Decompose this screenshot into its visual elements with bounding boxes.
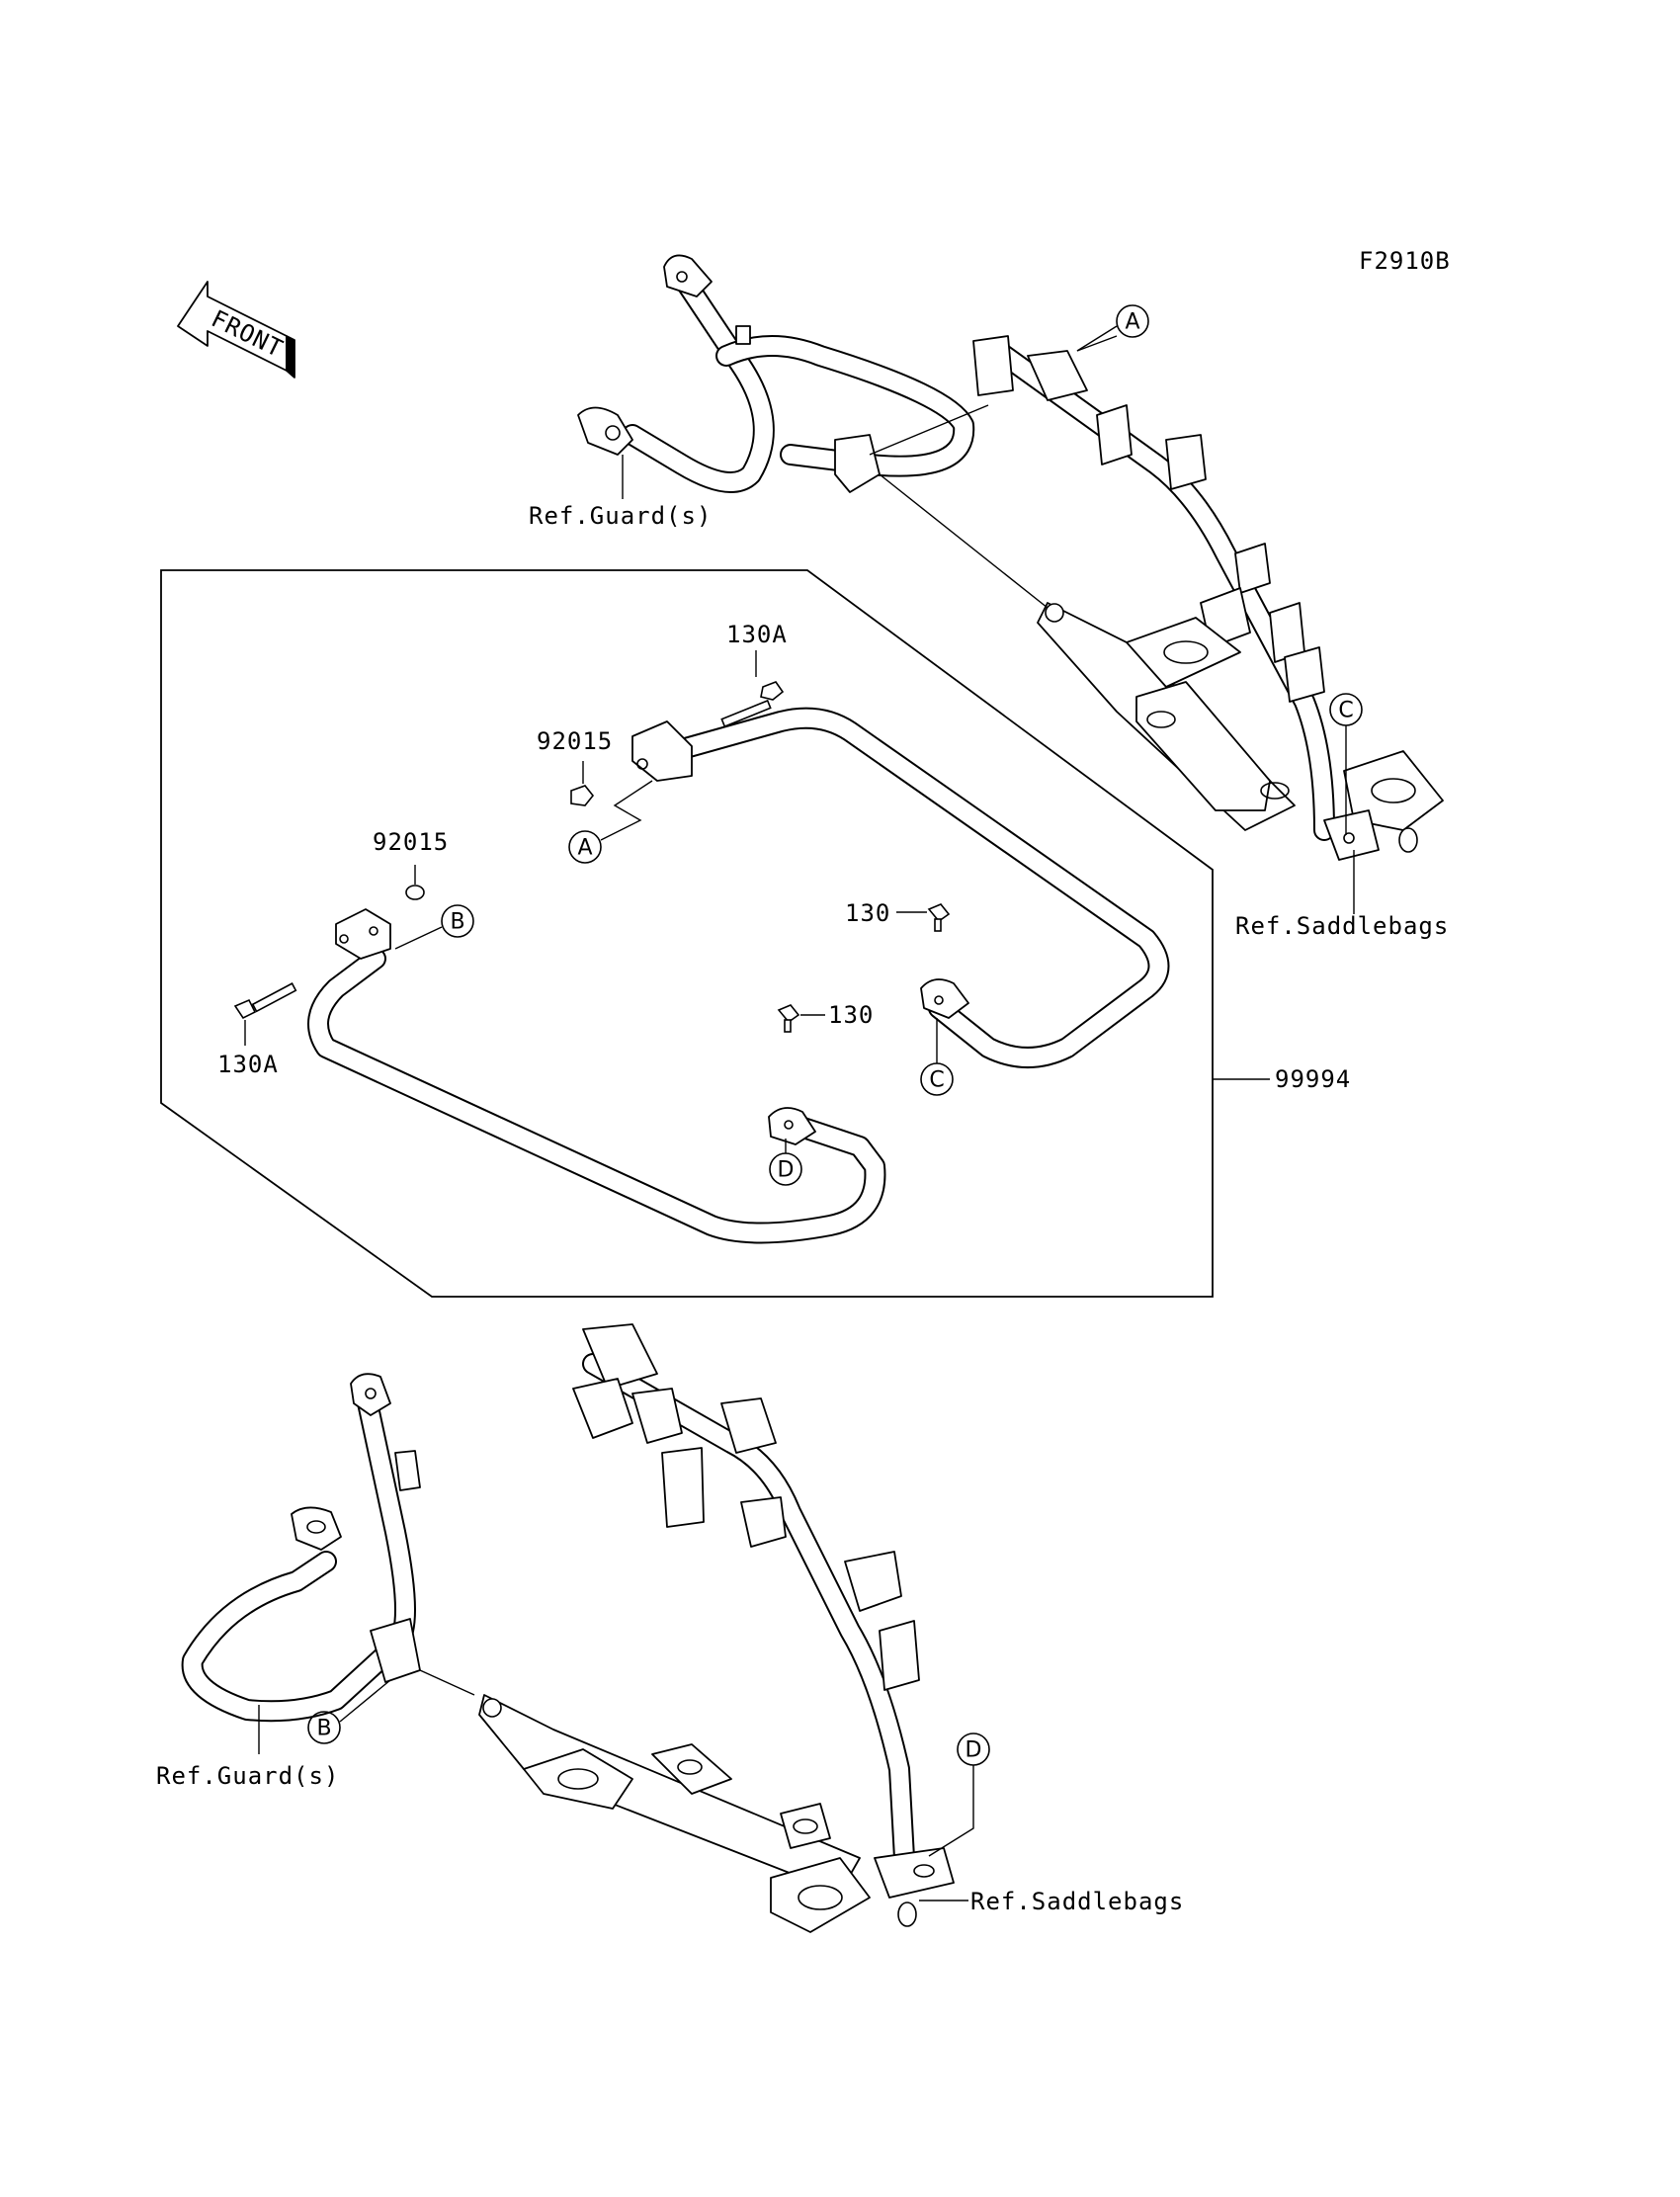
- top-frame-assembly: [577, 254, 1444, 861]
- callout-a-top: A: [1076, 304, 1149, 352]
- part-130a-label-top: 130A: [726, 621, 788, 648]
- diagram-code: F2910B: [1359, 247, 1451, 275]
- callout-b-bottom: B: [307, 1679, 391, 1744]
- callout-c-kit: C: [920, 1018, 954, 1096]
- nut-92015-left: [405, 885, 425, 900]
- callout-d-kit: D: [769, 1139, 802, 1186]
- callout-b-kit: B: [394, 904, 474, 950]
- part-130-label-middle: 130: [828, 1001, 874, 1029]
- bolt-130-right: [927, 903, 951, 932]
- svg-text:A: A: [1125, 310, 1139, 335]
- svg-text:D: D: [778, 1158, 795, 1183]
- svg-text:C: C: [929, 1068, 944, 1093]
- part-130a-label-left: 130A: [217, 1051, 279, 1078]
- ref-guard-label-top: Ref.Guard(s): [529, 502, 712, 530]
- ref-guard-label-bottom: Ref.Guard(s): [156, 1762, 339, 1790]
- part-99994-label: 99994: [1275, 1065, 1351, 1093]
- ref-saddlebags-label-top: Ref.Saddlebags: [1235, 912, 1449, 940]
- svg-text:B: B: [316, 1717, 331, 1741]
- svg-text:C: C: [1338, 699, 1353, 723]
- front-arrow-icon: FRONT: [177, 281, 295, 379]
- nut-92015-top: [570, 785, 595, 806]
- callout-a-kit: A: [568, 780, 653, 864]
- callout-d-bottom: D: [928, 1732, 990, 1857]
- kit-outline: [160, 569, 1214, 1298]
- left-guard-bar: [307, 908, 886, 1244]
- svg-text:D: D: [966, 1738, 982, 1763]
- bolt-130a-left: [233, 982, 297, 1020]
- svg-text:A: A: [577, 836, 592, 861]
- bolt-130-middle: [777, 1004, 800, 1033]
- svg-text:B: B: [450, 910, 464, 935]
- part-92015-label-left: 92015: [373, 828, 449, 856]
- part-92015-label-top: 92015: [537, 727, 613, 755]
- right-guard-bar: [631, 707, 1170, 1068]
- front-label: FRONT: [207, 304, 288, 363]
- callout-c-top: C: [1329, 693, 1363, 835]
- ref-saddlebags-label-bottom: Ref.Saddlebags: [970, 1888, 1184, 1915]
- bolt-130a-top: [720, 681, 785, 728]
- bottom-frame-assembly: [181, 1323, 955, 1933]
- part-130-label-right: 130: [845, 899, 890, 927]
